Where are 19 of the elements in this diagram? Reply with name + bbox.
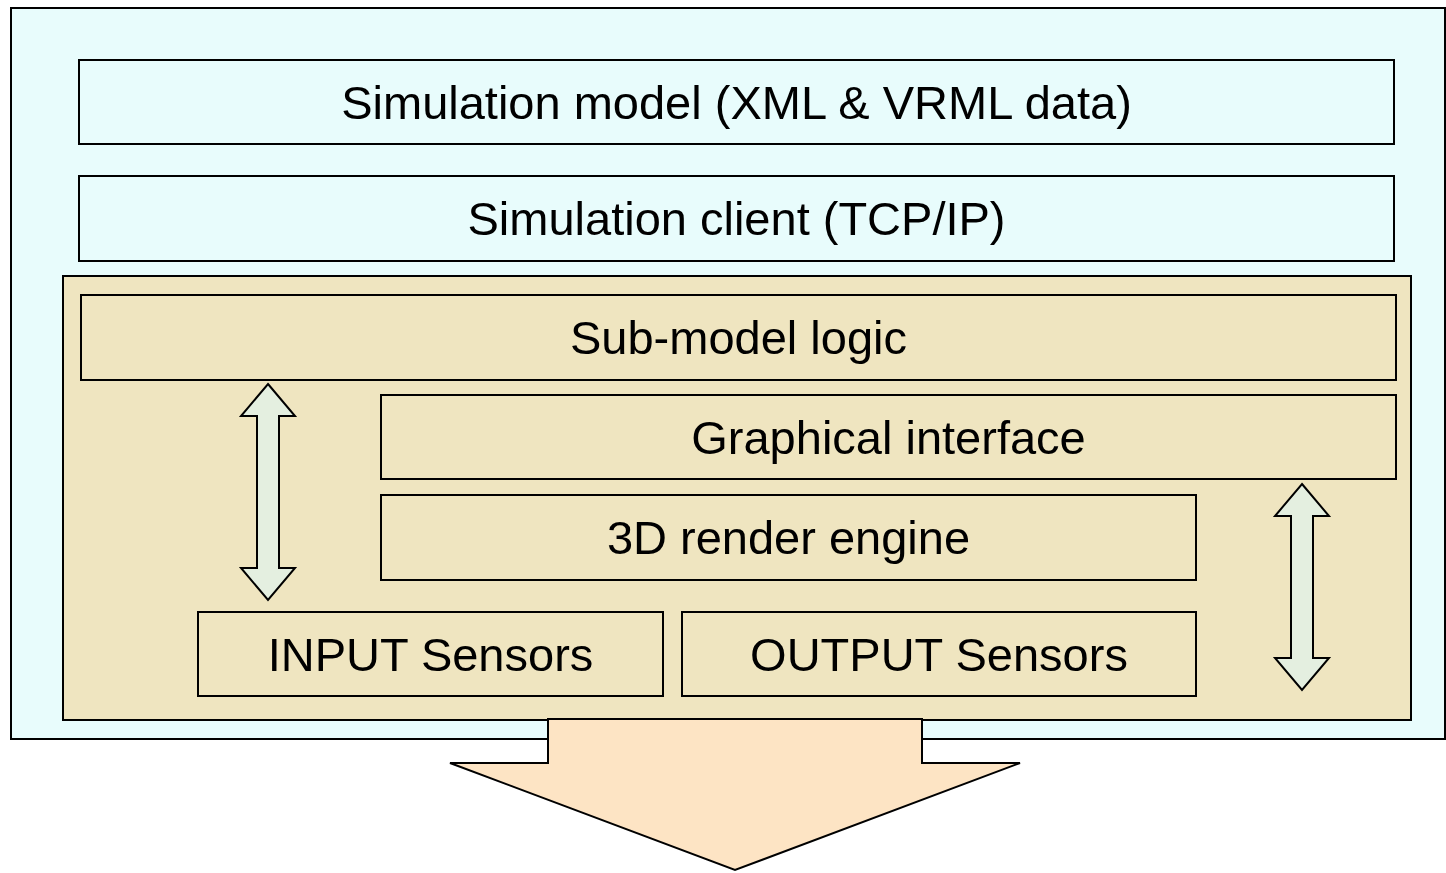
panel-background <box>10 7 1446 740</box>
layer-box <box>380 494 1197 581</box>
layer-box <box>197 611 664 697</box>
panel-background <box>62 275 1412 721</box>
layer-label: Graphical interface <box>691 409 1086 465</box>
layer-label: 3D render engine <box>606 510 971 565</box>
block-arrow <box>449 718 1021 872</box>
layer-box <box>681 611 1197 697</box>
double-arrow <box>1272 482 1332 692</box>
layer-box <box>78 175 1395 262</box>
layer-box <box>80 294 1397 381</box>
layer-label: OUTPUT Sensors <box>750 626 1128 682</box>
layer-label: Simulation model (XML & VRML data) <box>341 74 1132 130</box>
layer-box <box>380 394 1397 480</box>
layer-box <box>78 59 1395 145</box>
double-arrow <box>238 382 298 602</box>
layer-label: Sub-model logic <box>570 310 907 365</box>
layer-label: INPUT Sensors <box>267 626 594 682</box>
layer-label: Simulation client (TCP/IP) <box>467 191 1006 246</box>
